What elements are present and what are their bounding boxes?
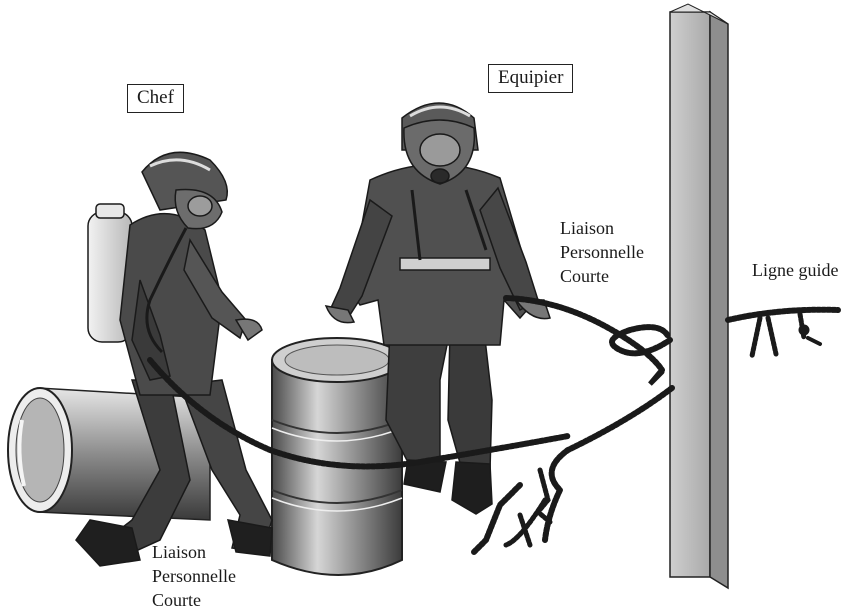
label-equipier: Equipier (488, 64, 573, 93)
label-liaison-personnelle-courte-top: Liaison Personnelle Courte (560, 216, 644, 288)
label-line: Personnelle (560, 240, 644, 264)
label-ligne-guide: Ligne guide (752, 258, 838, 282)
label-liaison-personnelle-courte-bottom: Liaison Personnelle Courte (152, 540, 236, 612)
label-line: Liaison (560, 216, 644, 240)
pillar (670, 4, 728, 588)
label-line: Liaison (152, 540, 236, 564)
label-line: Courte (560, 264, 644, 288)
guide-line-rope (474, 310, 838, 552)
label-line: Personnelle (152, 564, 236, 588)
label-chef: Chef (127, 84, 184, 113)
label-line: Courte (152, 588, 236, 612)
